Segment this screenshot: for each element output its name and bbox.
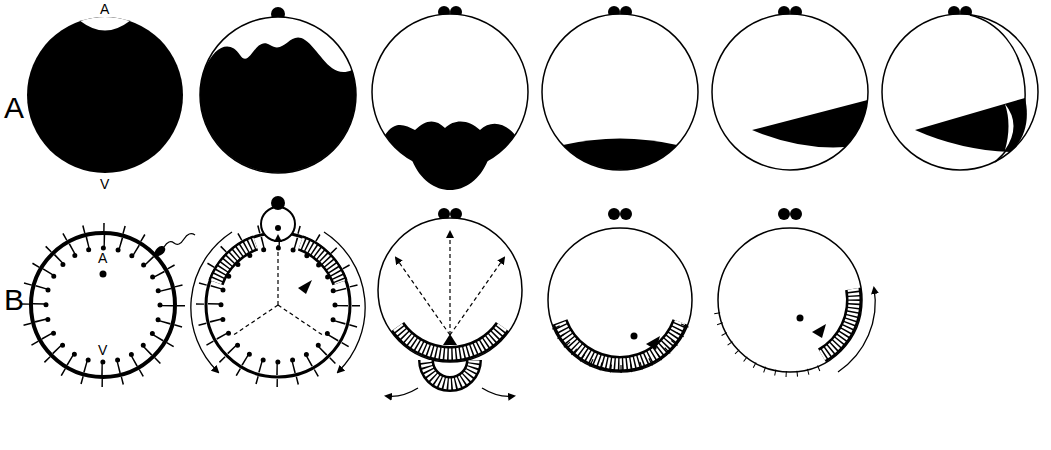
row-label: A [3,93,25,123]
pole-label: A [97,251,108,265]
row-a-stages [27,6,1038,190]
row-label: B [3,285,25,315]
pole-label: V [99,177,110,191]
row-b-stages [25,196,875,396]
pole-label: V [97,343,108,357]
pole-label: A [99,2,110,16]
